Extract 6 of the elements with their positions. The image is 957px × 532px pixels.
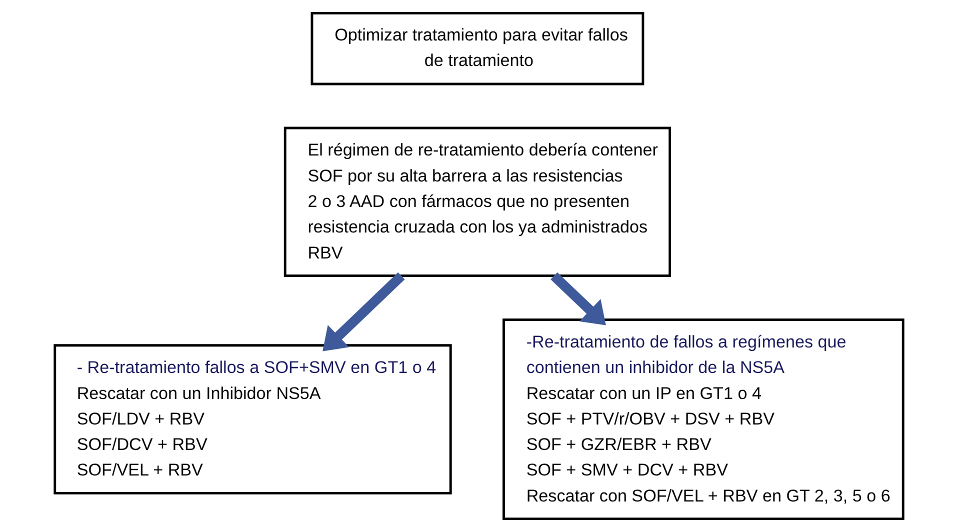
arrow: [322, 272, 404, 352]
node-box: El régimen de re-tratamiento debería contener SOF por su alta barrera a las resistencias 2 o 3 AAD con fármacos que no presenten resistencia cruzada con los ya administrados RBV: [283, 126, 671, 277]
node-box: -Re-tratamiento de fallos a regímenes que contienen un inhibidor de la NS5A Rescatar con un IP en GT1 o 4 SOF + PTV/r/OBV + DSV + RBV SOF + GZR/EBR + RBV SOF + SMV + DCV + RBV Rescatar con SOF/VEL + RBV en GT 2, 3, 5 o 6: [502, 318, 904, 520]
arrow: [550, 272, 606, 326]
node-box: Optimizar tratamiento para evitar fallos de tratamiento: [310, 12, 644, 86]
node-box: - Re-tratamiento fallos a SOF+SMV en GT1 o 4 Rescatar con un Inhibidor NS5A SOF/LDV + RBV SOF/DCV + RBV SOF/VEL + RBV: [53, 344, 452, 494]
